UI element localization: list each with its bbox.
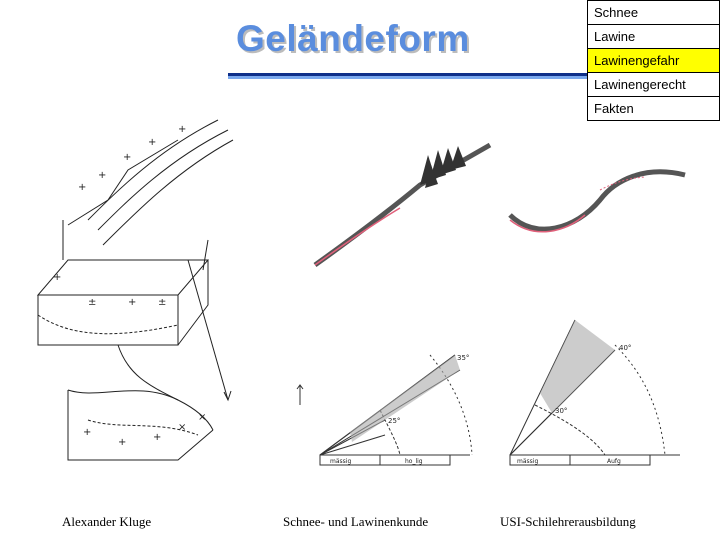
svg-text:+: + (53, 272, 61, 283)
scale-label-hoch: ho_lig (405, 458, 423, 465)
angle-diagram-left: 35° 25° mässig ho_lig (296, 354, 473, 466)
angle-25-label: 25° (388, 417, 400, 425)
svg-text:±: ± (158, 297, 166, 308)
svg-text:×: × (178, 422, 186, 433)
angle-40-label: 40° (619, 344, 631, 352)
angle-diagram-right: 40° 30° mässig Aufg (509, 319, 680, 466)
footer-org: USI-Schilehrerausbildung (500, 514, 636, 529)
title-rule-highlight (228, 76, 720, 79)
nav-item-lawinengefahr[interactable]: Lawinengefahr (587, 48, 720, 73)
terrain-block-diagram: + + + + + + ± + ± + + + × × (36, 119, 234, 461)
scale-label-aufg: Aufg (607, 458, 621, 465)
nav-item-fakten[interactable]: Fakten (587, 96, 720, 121)
title-rule (228, 73, 720, 76)
scale-label-maessig-right: mässig (517, 458, 538, 465)
angle-35-label: 35° (457, 354, 469, 362)
nav-item-lawinengerecht[interactable]: Lawinengerecht (587, 72, 720, 97)
svg-text:+: + (128, 297, 136, 308)
svg-text:±: ± (88, 297, 96, 308)
svg-text:+: + (148, 137, 156, 148)
svg-text:+: + (78, 182, 86, 193)
svg-text:+: + (123, 152, 131, 163)
svg-text:+: + (118, 437, 126, 448)
curved-slope-sketch (508, 169, 686, 233)
svg-text:+: + (98, 170, 106, 181)
slide-title: Geländeform (236, 18, 470, 59)
svg-text:+: + (153, 432, 161, 443)
svg-text:+: + (178, 124, 186, 135)
nav-item-schnee[interactable]: Schnee (587, 0, 720, 25)
nav-item-lawine[interactable]: Lawine (587, 24, 720, 49)
svg-text:×: × (198, 412, 206, 423)
scale-label-maessig: mässig (330, 458, 351, 465)
slope-forest-sketch (313, 142, 492, 268)
nav-menu: Schnee Lawine Lawinengefahr Lawinengerec… (587, 0, 720, 121)
svg-text:+: + (83, 427, 91, 438)
angle-30-label: 30° (555, 407, 567, 415)
footer-author: Alexander Kluge (62, 514, 152, 529)
footer-course: Schnee- und Lawinenkunde (283, 514, 429, 529)
